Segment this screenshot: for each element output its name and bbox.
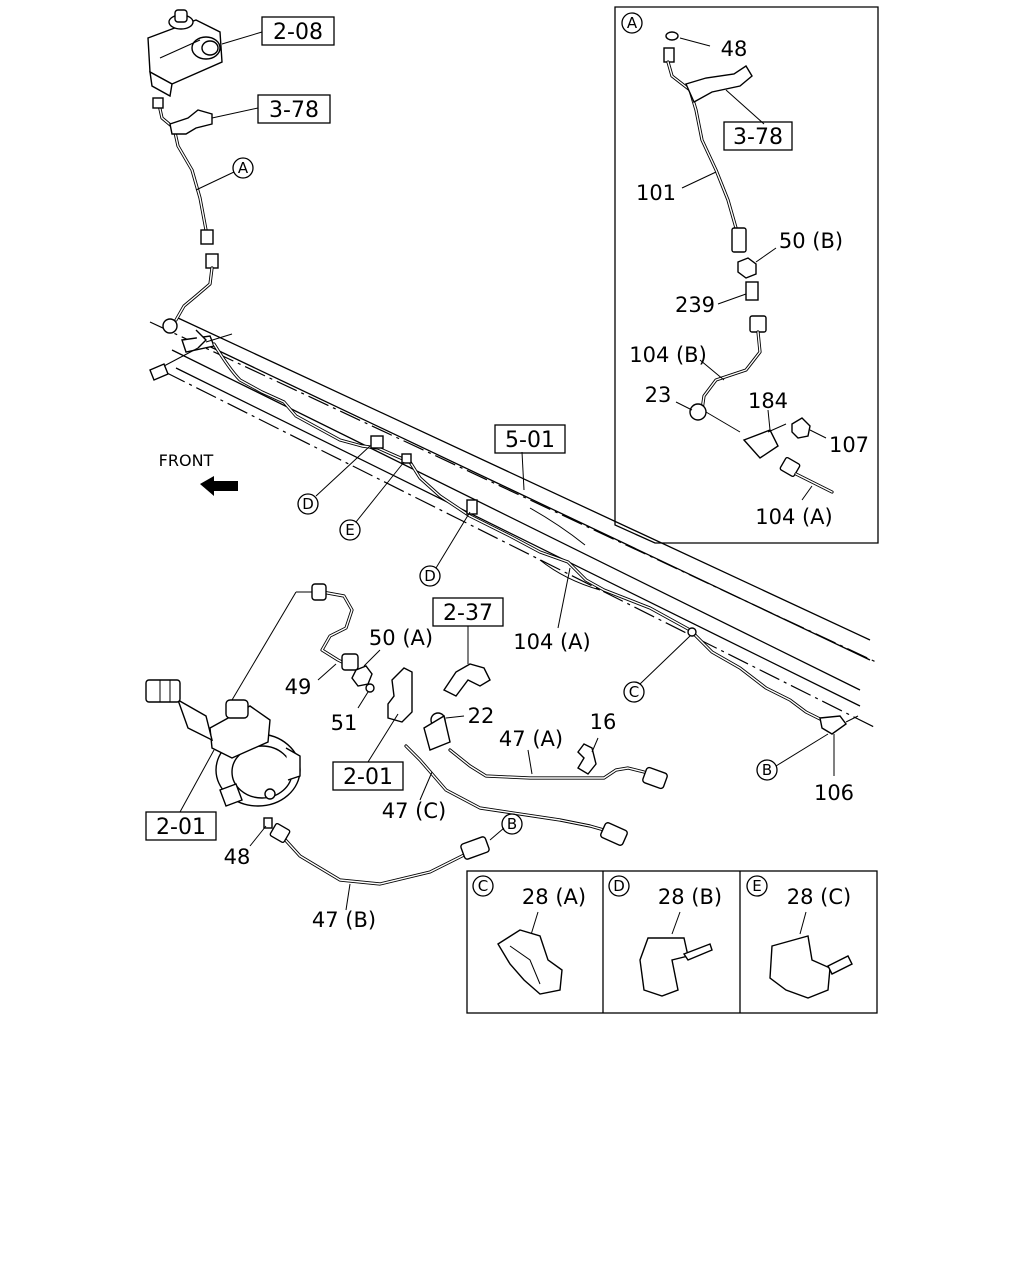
detailA-label-239: 239: [675, 293, 715, 317]
clip-panel-C-part: 28 (A): [522, 885, 586, 909]
callout-B-1: B: [762, 761, 772, 779]
clip-panel-D-letter: D: [613, 877, 625, 895]
detailA-label-101: 101: [636, 181, 676, 205]
label-104A: 104 (A): [513, 630, 591, 654]
ref-label-3-78: 3-78: [269, 98, 319, 123]
callout-B-2-circle: [501, 813, 523, 835]
label-50A: 50 (A): [369, 626, 433, 650]
ref-box-3-78: [257, 94, 331, 124]
pipe-49-end: [311, 583, 327, 601]
clip-panel-C-letter: C: [478, 877, 488, 895]
leader-A: [195, 171, 235, 191]
rear-junction-106: [819, 715, 847, 735]
clip-D-2: [466, 499, 478, 515]
booster-assembly: [145, 679, 301, 807]
junction-block: [423, 714, 451, 751]
detailA-label-104B: 104 (B): [629, 343, 707, 367]
leader-5-01: [521, 451, 525, 491]
clip-16: [577, 743, 597, 775]
callout-E-circle: [339, 519, 361, 541]
detailA-label-184: 184: [748, 389, 788, 413]
clip-panel-C-letter-circle: [472, 875, 494, 897]
detailA-label-48: 48: [721, 37, 748, 61]
front-arrow-icon: [200, 476, 238, 496]
detail-A-letter: A: [627, 14, 638, 32]
leader-49-assembly: [231, 591, 297, 701]
clip-panel-E-letter: E: [752, 877, 761, 895]
clip-panel-D-part: 28 (B): [658, 885, 722, 909]
pipe-49-nut: [341, 653, 359, 671]
pipe-47B-nut: [460, 836, 490, 860]
callout-C-circle: [623, 681, 645, 703]
clip-panel-E-letter-circle: [746, 875, 768, 897]
leader-3-78: [211, 107, 259, 119]
hose-2-37: [442, 663, 491, 697]
washer-51: [365, 683, 375, 693]
pipe-47A-nut: [642, 766, 668, 790]
callout-B-2: B: [507, 815, 517, 833]
label-106: 106: [814, 781, 854, 805]
callout-E: E: [345, 521, 354, 539]
detailA-label-104A: 104 (A): [755, 505, 833, 529]
detailA-ref-box-3-78: [723, 121, 793, 151]
label-22: 22: [468, 704, 495, 728]
ref-label-2-01-cylinder: 2-01: [156, 815, 206, 840]
clip-28A-icon: [497, 929, 563, 995]
label-47B: 47 (B): [312, 908, 376, 932]
ref-label-2-08: 2-08: [273, 20, 323, 45]
clip-C: [687, 627, 697, 637]
front-junction: [149, 318, 233, 381]
ref-box-2-08: [261, 16, 335, 46]
clip-28B-icon: [639, 937, 689, 997]
master-cylinder-reservoir: [147, 9, 223, 98]
label-47C: 47 (C): [382, 799, 446, 823]
detailA-label-107: 107: [829, 433, 869, 457]
bracket-2-01: [387, 667, 413, 723]
label-51: 51: [331, 711, 358, 735]
clip-panel-D-letter-circle: [608, 875, 630, 897]
label-48: 48: [224, 845, 251, 869]
pipe-47B-start: [269, 822, 291, 844]
upper-fitting: [152, 97, 164, 109]
callout-D-1-circle: [297, 493, 319, 515]
ref-label-2-01-bracket: 2-01: [343, 765, 393, 790]
label-16: 16: [590, 710, 617, 734]
clip-E: [401, 453, 412, 464]
clip-panel-E-part: 28 (C): [787, 885, 851, 909]
callout-D-2-circle: [419, 565, 441, 587]
ref-box-2-01-bracket: [332, 761, 404, 791]
leader-2-08: [221, 31, 263, 45]
detail-A-letter-circle: [621, 12, 643, 34]
label-47A: 47 (A): [499, 727, 563, 751]
detail-A-panel: A 48 3-78 101 50 (B) 239 104 (B) 23: [614, 6, 879, 544]
ref-label-2-37: 2-37: [443, 601, 493, 626]
clip-28C-icon: [769, 935, 831, 999]
ref-box-2-01-cylinder: [145, 811, 217, 841]
callout-A: A: [238, 159, 249, 177]
ref-box-5-01: [494, 424, 566, 454]
washer-48: [263, 817, 273, 829]
detailA-ref-label-3-78: 3-78: [733, 125, 783, 150]
hose-fitting-2: [205, 253, 219, 269]
callout-C: C: [629, 683, 639, 701]
front-label: FRONT: [159, 451, 214, 470]
hose-fitting-1: [200, 229, 214, 245]
pipe-47C-nut: [600, 822, 628, 846]
detailA-label-50B: 50 (B): [779, 229, 843, 253]
callout-D-2: D: [424, 567, 436, 585]
callout-B-1-circle: [756, 759, 778, 781]
label-49: 49: [285, 675, 312, 699]
bracket-3-78: [169, 109, 213, 135]
clip-panels: C 28 (A) D 28 (B) E 28 (C): [466, 870, 878, 1014]
callout-D-1: D: [302, 495, 314, 513]
clip-D-1: [370, 435, 384, 449]
callout-A-circle: [232, 157, 254, 179]
ref-label-5-01: 5-01: [505, 428, 555, 453]
detailA-label-23: 23: [645, 383, 672, 407]
